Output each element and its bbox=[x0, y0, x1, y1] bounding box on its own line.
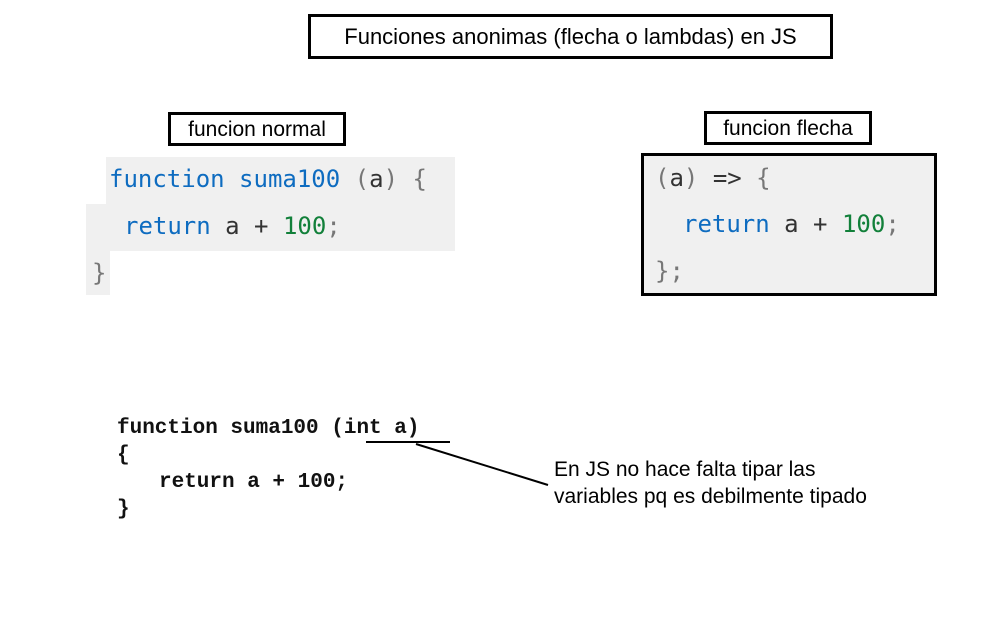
normal-code-bg-line2 bbox=[86, 204, 455, 251]
arrow-code-line3: }; bbox=[655, 259, 684, 283]
arrow-function-label-text: funcion flecha bbox=[723, 116, 853, 140]
typed-code-line2: { bbox=[117, 445, 130, 466]
brace-close-semicolon: }; bbox=[655, 257, 684, 285]
typed-code-line3: return a + 100; bbox=[159, 472, 348, 493]
arrow-code-line1: (a) => { bbox=[655, 166, 771, 190]
typed-return: return a + 100; bbox=[159, 471, 349, 494]
return-expr: a + bbox=[225, 212, 283, 240]
semicolon: ; bbox=[885, 210, 900, 238]
keyword-function: function bbox=[109, 165, 225, 193]
typed-brace-close: } bbox=[117, 498, 130, 521]
normal-code-line1: function suma100 (a) { bbox=[109, 167, 427, 191]
keyword-return: return bbox=[124, 212, 211, 240]
note-line1: En JS no hace falta tipar las bbox=[554, 458, 816, 481]
normal-code-bg-line1 bbox=[106, 157, 455, 204]
normal-function-label-text: funcion normal bbox=[188, 117, 326, 141]
normal-function-label: funcion normal bbox=[168, 112, 346, 146]
arrow-operator: => bbox=[712, 164, 742, 192]
brace-open: { bbox=[412, 165, 427, 193]
param: a bbox=[669, 164, 684, 192]
return-expr: a + bbox=[784, 210, 842, 238]
semicolon: ; bbox=[326, 212, 341, 240]
keyword-return: return bbox=[683, 210, 770, 238]
normal-code-line2: return a + 100; bbox=[124, 214, 341, 238]
note-line2: variables pq es debilmente tipado bbox=[554, 485, 867, 508]
function-name: suma100 bbox=[239, 165, 341, 193]
normal-code-line3: } bbox=[92, 261, 106, 285]
brace-close: } bbox=[92, 259, 107, 287]
normal-code-bg-line3 bbox=[86, 251, 110, 295]
paren-close: ) bbox=[683, 164, 699, 192]
paren-open: ( bbox=[655, 164, 670, 192]
page-title: Funciones anonimas (flecha o lambdas) en… bbox=[308, 14, 833, 59]
page-title-text: Funciones anonimas (flecha o lambdas) en… bbox=[344, 23, 797, 49]
paren-close: ) bbox=[383, 165, 399, 193]
brace-open: { bbox=[756, 164, 771, 192]
arrow-code-line2: return a + 100; bbox=[683, 212, 900, 236]
typed-code-line4: } bbox=[117, 499, 130, 520]
arrow-function-code-box bbox=[641, 153, 937, 296]
number-literal: 100 bbox=[841, 210, 886, 238]
param: a bbox=[369, 165, 384, 193]
annotation-note: En JS no hace falta tipar las variables … bbox=[554, 456, 867, 510]
paren-open: ( bbox=[354, 165, 370, 193]
typed-brace-open: { bbox=[117, 444, 130, 467]
typed-params: (int a) bbox=[331, 417, 420, 440]
pointer-line bbox=[415, 443, 549, 486]
number-literal: 100 bbox=[282, 212, 327, 240]
typed-code-line1: function suma100 (int a) bbox=[117, 418, 419, 439]
arrow-function-label: funcion flecha bbox=[704, 111, 872, 145]
typed-function-head: function suma100 bbox=[117, 417, 332, 440]
